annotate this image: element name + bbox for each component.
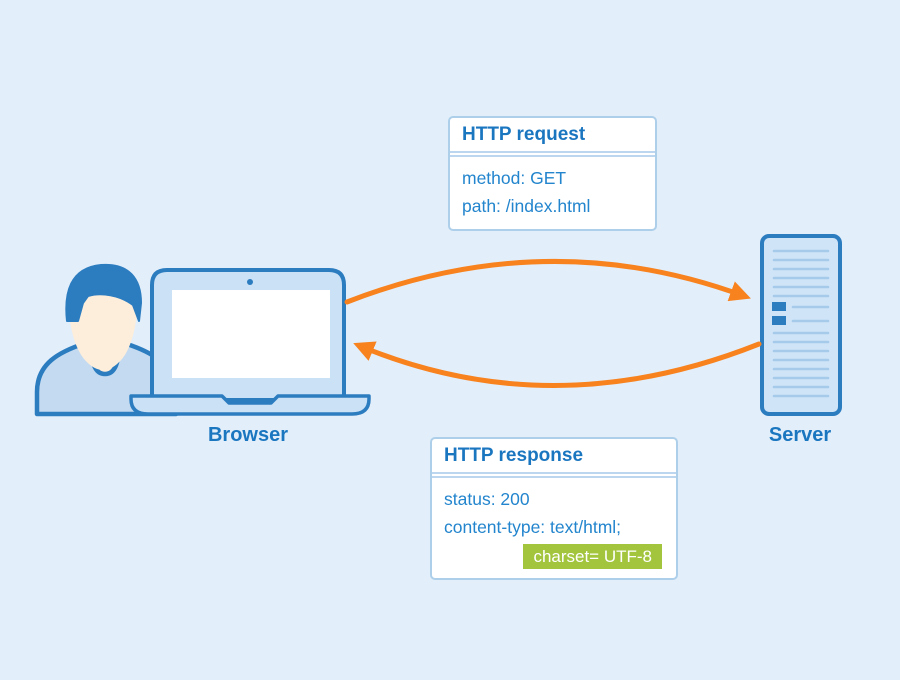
response-arrow-icon [353,341,762,388]
server-vent-lines [772,249,830,398]
server-led-block-1 [772,302,786,311]
http-request-box: HTTP request method: GET path: /index.ht… [448,116,657,231]
server-icon [760,234,842,416]
laptop-screen [172,290,330,378]
http-response-body: status: 200 content-type: text/html; cha… [432,476,676,578]
laptop-icon [129,268,371,416]
response-status-line: status: 200 [444,489,530,509]
request-path-line: path: /index.html [462,196,591,216]
http-request-title: HTTP request [450,118,655,153]
laptop-camera-dot [247,279,253,285]
charset-badge: charset= UTF-8 [523,544,662,569]
response-content-type-line: content-type: text/html; [444,517,622,537]
http-response-box: HTTP response status: 200 content-type: … [430,437,678,580]
http-request-body: method: GET path: /index.html [450,155,655,229]
server-led-block-2 [772,316,786,325]
request-method-line: method: GET [462,168,567,188]
server-label: Server [768,424,832,446]
request-arrow-icon [344,258,751,305]
browser-label: Browser [207,424,289,446]
laptop-base [129,394,371,416]
http-response-title: HTTP response [432,439,676,474]
